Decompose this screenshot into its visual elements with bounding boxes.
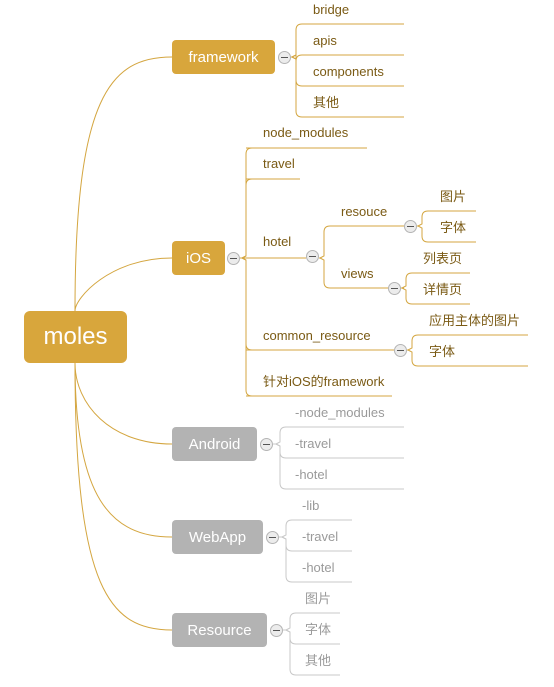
minus-collapse-icon (309, 255, 316, 258)
branch-ios[interactable]: iOS (172, 241, 225, 275)
minus-collapse-icon (230, 257, 237, 260)
connector-resource-0 (285, 612, 340, 631)
minus-collapse-icon (273, 629, 280, 632)
collapse-toggle-resouce[interactable] (404, 220, 417, 233)
connector-framework-1 (291, 54, 404, 62)
connector-hotel-1 (319, 257, 404, 289)
leaf-framework-other[interactable]: 其他 (313, 95, 340, 110)
leaf-ios-node-modules[interactable]: node_modules (263, 125, 349, 140)
leaf-webapp-travel[interactable]: -travel (302, 529, 339, 544)
connector-root-android (74, 362, 173, 445)
leaf-hotel-views[interactable]: views (341, 266, 374, 281)
branch-android[interactable]: Android (172, 427, 257, 461)
minus-collapse-icon (407, 225, 414, 228)
connector-root-framework (74, 56, 173, 312)
leaf-android-node-modules[interactable]: -node_modules (295, 405, 385, 420)
branch-framework[interactable]: framework (172, 40, 275, 74)
leaf-hotel-resouce[interactable]: resouce (341, 204, 388, 219)
leaf-framework-components[interactable]: components (313, 64, 384, 79)
minus-collapse-icon (391, 287, 398, 290)
leaf-ios-travel[interactable]: travel (263, 156, 295, 171)
leaf-resource-other[interactable]: 其他 (305, 653, 332, 668)
leaf-ios-common-resource[interactable]: common_resource (263, 328, 371, 343)
connector-resouce-0 (417, 210, 476, 227)
connector-framework-0 (291, 23, 404, 58)
leaf-resouce-font[interactable]: 字体 (440, 220, 467, 235)
leaf-webapp-lib[interactable]: -lib (302, 498, 320, 513)
collapse-toggle-ios[interactable] (227, 252, 240, 265)
minus-collapse-icon (263, 443, 270, 446)
leaf-resource-image[interactable]: 图片 (305, 591, 332, 606)
connector-views-1 (401, 287, 470, 305)
connector-common-resource-0 (407, 334, 528, 351)
collapse-toggle-framework[interactable] (278, 51, 291, 64)
connector-root-resource (74, 362, 173, 631)
collapse-toggle-hotel[interactable] (306, 250, 319, 263)
connector-webapp-2 (281, 536, 352, 583)
connector-webapp-0 (281, 519, 352, 538)
leaf-common-resource-app-images[interactable]: 应用主体的图片 (429, 313, 521, 328)
connector-ios-0 (241, 147, 262, 259)
leaf-views-detail-page[interactable]: 详情页 (423, 282, 463, 297)
minus-collapse-icon (397, 349, 404, 352)
leaf-ios-framework[interactable]: 针对iOS的framework (263, 374, 385, 389)
connector-root-ios (74, 257, 173, 312)
connector-ios-4 (241, 257, 262, 397)
leaf-webapp-hotel[interactable]: -hotel (302, 560, 335, 575)
leaf-common-resource-font[interactable]: 字体 (429, 344, 456, 359)
leaf-resouce-image[interactable]: 图片 (440, 189, 467, 204)
leaf-resource-font[interactable]: 字体 (305, 622, 332, 637)
minus-collapse-icon (281, 56, 288, 59)
branch-webapp[interactable]: WebApp (172, 520, 263, 554)
leaf-framework-bridge[interactable]: bridge (313, 2, 350, 17)
branch-resource[interactable]: Resource (172, 613, 267, 647)
connector-root-webapp (74, 362, 173, 538)
connector-android-2 (275, 443, 404, 490)
connector-ios-1 (241, 178, 262, 259)
connector-ios-3 (241, 257, 262, 351)
minus-collapse-icon (269, 536, 276, 539)
connector-views-0 (401, 272, 470, 289)
collapse-toggle-common-resource[interactable] (394, 344, 407, 357)
connector-resource-2 (285, 629, 340, 676)
connector-common-resource-1 (407, 349, 528, 367)
collapse-toggle-android[interactable] (260, 438, 273, 451)
collapse-toggle-views[interactable] (388, 282, 401, 295)
connector-resouce-1 (417, 225, 476, 243)
root-node[interactable]: moles (24, 311, 127, 363)
connector-android-0 (275, 426, 404, 445)
leaf-ios-hotel[interactable]: hotel (263, 234, 292, 249)
leaf-framework-apis[interactable]: apis (313, 33, 337, 48)
leaf-android-hotel[interactable]: -hotel (295, 467, 328, 482)
connector-framework-3 (291, 56, 404, 118)
collapse-toggle-resource[interactable] (270, 624, 283, 637)
connector-hotel-0 (319, 225, 404, 259)
leaf-views-list-page[interactable]: 列表页 (423, 251, 463, 266)
leaf-android-travel[interactable]: -travel (295, 436, 332, 451)
collapse-toggle-webapp[interactable] (266, 531, 279, 544)
